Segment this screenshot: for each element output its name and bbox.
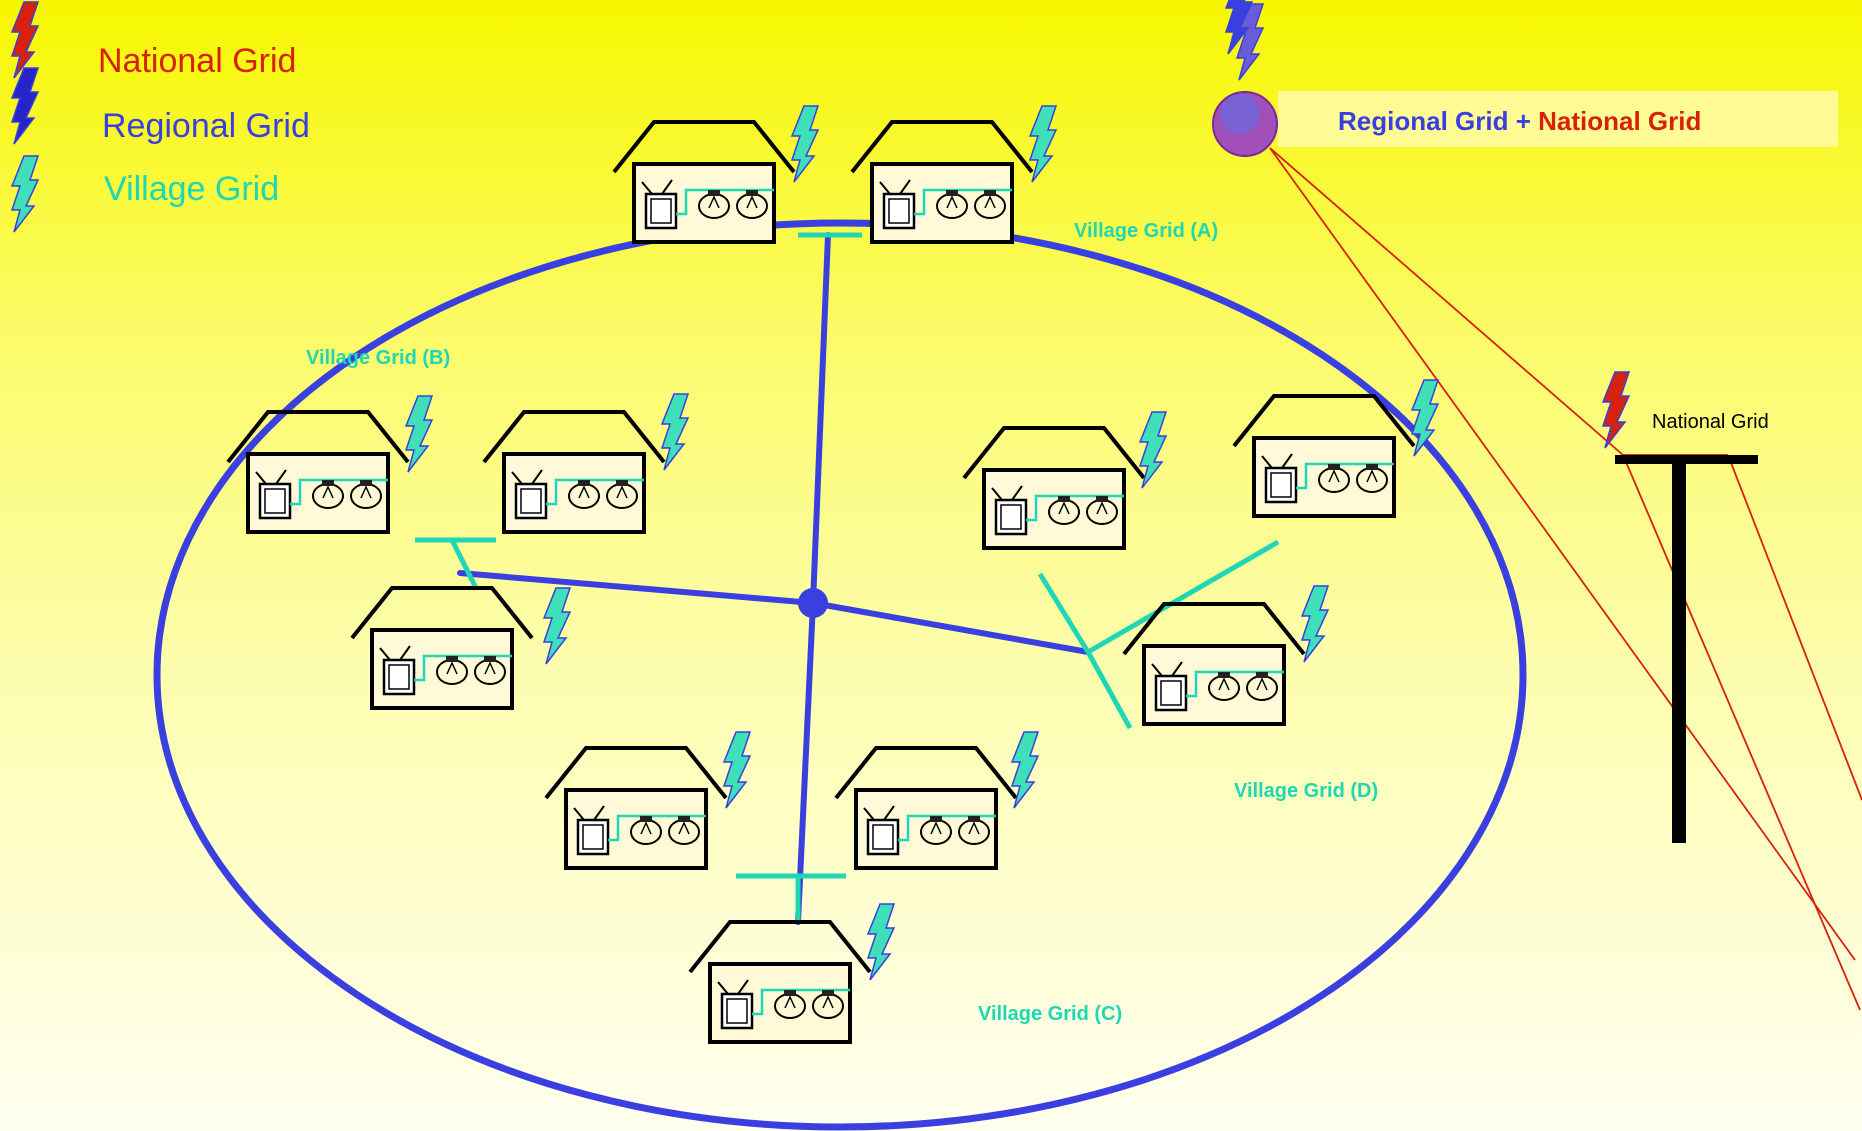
house-c1-icon (544, 746, 728, 870)
house-b3-icon (350, 586, 534, 710)
regional-grid-boundary (153, 219, 1527, 1131)
national-grid-bolt-icon (11, 1, 39, 79)
national-grid-lines (1269, 147, 1862, 1011)
bolt-a1-icon (791, 105, 819, 183)
village-grid-a-label: Village Grid (A) (1074, 220, 1218, 242)
pole-label: National Grid (1652, 411, 1769, 433)
village-grid-c-label: Village Grid (C) (978, 1003, 1122, 1025)
legend: National Grid Regional Grid Village Grid (11, 1, 310, 233)
house-d1-icon (962, 426, 1146, 550)
national-grid-pylon (1615, 455, 1758, 843)
house-b2-icon (482, 410, 666, 534)
village-grid-bolt-icon (11, 155, 39, 233)
bolt-b3-icon (543, 587, 571, 665)
banner-background (1278, 91, 1838, 147)
bolt-c3-icon (867, 903, 895, 981)
bolt-c1-icon (723, 731, 751, 809)
legend-national-grid: National Grid (98, 42, 296, 80)
house-c2-icon (834, 746, 1018, 870)
regional-hub (798, 588, 828, 618)
bolt-b2-icon (661, 393, 689, 471)
house-a1-icon (612, 120, 796, 244)
regional-grid-bolt-icon (11, 67, 39, 145)
bolt-b1-icon (405, 395, 433, 473)
house-b1-icon (226, 410, 410, 534)
legend-village-grid: Village Grid (104, 170, 279, 208)
bolt-d3-icon (1301, 585, 1329, 663)
house-d3-icon (1122, 602, 1306, 726)
village-grid-b-label: Village Grid (B) (306, 347, 450, 369)
banner-title: Regional Grid + National Grid (1338, 106, 1701, 136)
village-grid-lines (415, 232, 1280, 922)
village-grid-d-label: Village Grid (D) (1234, 780, 1378, 802)
regional-grid-lines (457, 232, 1091, 925)
house-c3-icon (688, 920, 872, 1044)
pylon-bolt-icon (1602, 371, 1630, 449)
house-a2-icon (850, 120, 1034, 244)
house-d2-icon (1232, 394, 1416, 518)
bolt-a2-icon (1029, 105, 1057, 183)
legend-regional-grid: Regional Grid (102, 107, 310, 145)
